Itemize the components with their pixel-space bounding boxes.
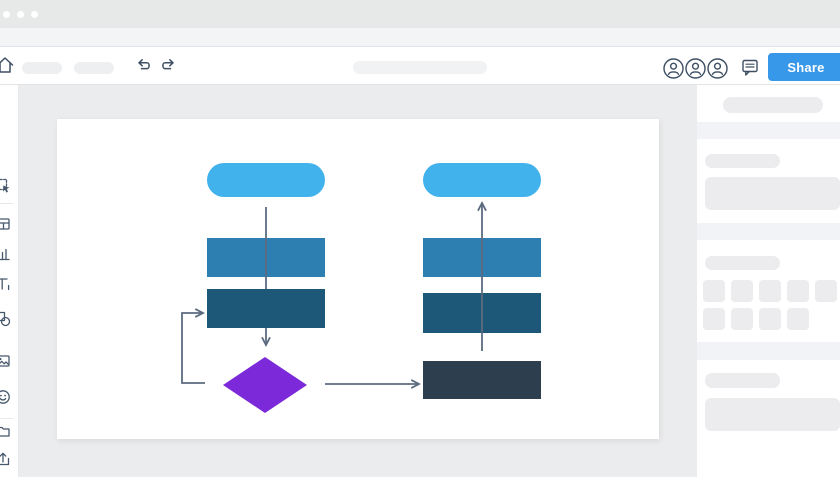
document-title-placeholder[interactable] (353, 61, 487, 74)
terminator-right[interactable] (423, 163, 541, 197)
panel-section-label-1 (705, 154, 780, 168)
sidebar-divider-2 (0, 418, 13, 419)
chart-icon[interactable] (0, 246, 11, 262)
home-icon[interactable] (0, 55, 14, 75)
left-to-decision-arrowhead (261, 337, 271, 347)
decision-to-right-arrowhead (411, 379, 421, 389)
shape-thumbnail[interactable] (703, 280, 725, 302)
insert-shape-icon[interactable] (0, 178, 11, 194)
panel-divider-band-2 (697, 223, 840, 240)
image-icon[interactable] (0, 353, 11, 369)
window-control-dot-2[interactable] (17, 11, 24, 18)
collaborator-avatar-3[interactable] (707, 58, 728, 79)
app-toolbar: Share (0, 46, 840, 85)
panel-divider-band-1 (697, 122, 840, 139)
diagram-canvas[interactable] (57, 119, 659, 439)
shape-thumbnail[interactable] (759, 280, 781, 302)
panel-card-placeholder-2 (705, 398, 840, 431)
collaborator-avatar-2[interactable] (685, 58, 706, 79)
share-button[interactable]: Share (768, 53, 840, 81)
comment-icon[interactable] (741, 58, 759, 77)
panel-card-placeholder-1 (705, 177, 840, 210)
menu-button-placeholder-1[interactable] (22, 62, 62, 74)
decision-diamond[interactable] (223, 357, 307, 413)
panel-title-placeholder (723, 97, 823, 113)
right-properties-panel (697, 85, 840, 477)
panel-section-label-2 (705, 256, 780, 270)
process-right-3[interactable] (423, 361, 541, 399)
emoji-icon[interactable] (0, 389, 11, 405)
shape-thumbnail[interactable] (787, 308, 809, 330)
window-titlebar (0, 0, 840, 28)
shape-thumbnail[interactable] (759, 308, 781, 330)
loop-back[interactable] (181, 312, 205, 384)
left-tool-sidebar: ZZLO (0, 85, 19, 477)
right-flow-line-arrowhead (477, 201, 487, 211)
browser-subbar (0, 28, 840, 46)
process-left-2[interactable] (207, 289, 325, 328)
collaborator-avatar-1[interactable] (663, 58, 684, 79)
shape-thumbnail[interactable] (815, 280, 837, 302)
undo-icon[interactable] (136, 58, 154, 74)
upload-icon[interactable] (0, 451, 11, 467)
menu-button-placeholder-2[interactable] (74, 62, 114, 74)
text-icon[interactable] (0, 276, 11, 292)
shape-thumbnail[interactable] (787, 280, 809, 302)
shape-thumbnail[interactable] (731, 280, 753, 302)
folder-icon[interactable] (0, 423, 11, 439)
flowchart (181, 163, 541, 413)
panel-section-label-3 (705, 373, 780, 388)
shapes-icon[interactable] (0, 311, 11, 327)
sidebar-divider-1 (0, 203, 13, 204)
terminator-left[interactable] (207, 163, 325, 197)
window-control-dot-1[interactable] (3, 11, 10, 18)
shape-thumbnail[interactable] (731, 308, 753, 330)
layout-card-icon[interactable] (0, 216, 11, 232)
redo-icon[interactable] (158, 58, 176, 74)
panel-divider-band-3 (697, 342, 840, 360)
loop-back-arrowhead (195, 308, 205, 318)
shape-thumbnail[interactable] (703, 308, 725, 330)
window-control-dot-3[interactable] (31, 11, 38, 18)
